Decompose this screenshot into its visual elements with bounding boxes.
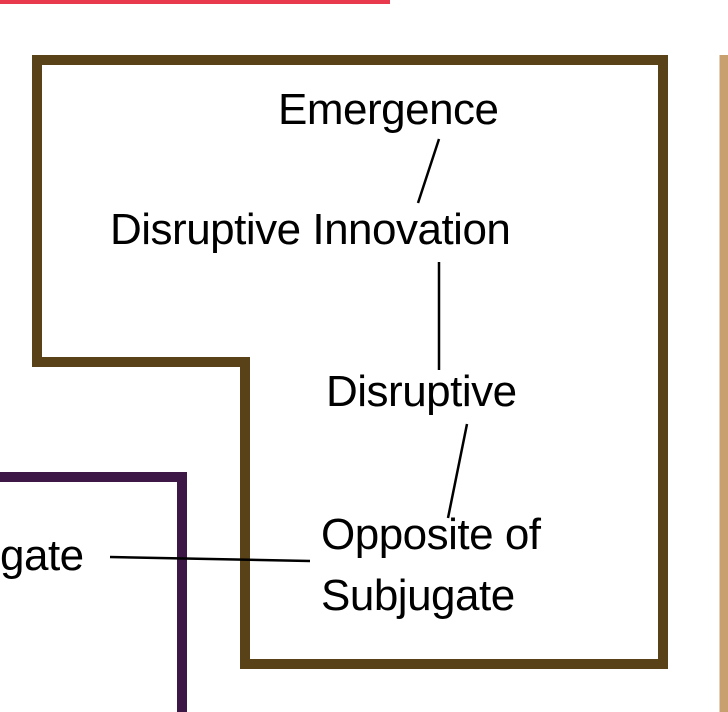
connector-opposite-left — [109, 555, 311, 563]
node-opposite-line1: Opposite of — [321, 510, 541, 559]
main-cluster-outline — [32, 55, 668, 669]
top-red-bar — [0, 0, 390, 4]
left-cluster-outline — [0, 472, 187, 712]
node-cut-off-left: gate — [0, 531, 84, 580]
node-opposite-of-subjugate: Opposite of Subjugate — [321, 504, 541, 626]
node-disruptive: Disruptive — [326, 367, 517, 416]
connector-disruptive-opposite — [446, 423, 469, 519]
connector-emergence-innovation — [416, 138, 441, 204]
node-disruptive-innovation: Disruptive Innovation — [110, 205, 511, 254]
node-opposite-line2: Subjugate — [321, 571, 515, 620]
node-emergence: Emergence — [278, 85, 499, 134]
